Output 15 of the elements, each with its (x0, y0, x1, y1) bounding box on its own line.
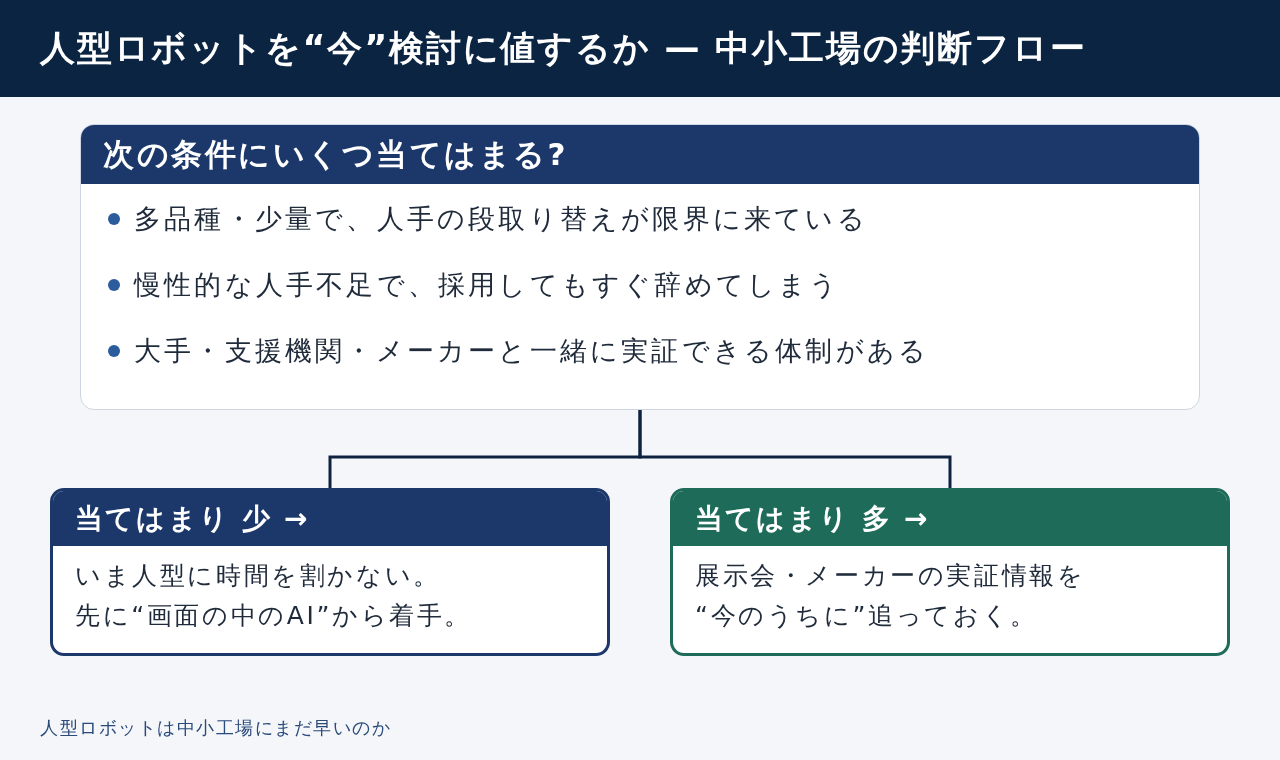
diagram-title: 人型ロボットを“今”検討に値するか — 中小工場の判断フロー (40, 27, 1087, 70)
question-card (80, 124, 1200, 410)
recommendation-text: 先に“画面の中のAI”から着手。 (75, 600, 473, 632)
condition-text: 多品種・少量で、人手の段取り替えが限界に来ている (134, 202, 868, 236)
outcome-card (670, 488, 1230, 656)
caption-text: 人型ロボットは中小工場にまだ早いのか (40, 716, 391, 740)
condition-text: 慢性的な人手不足で、採用してもすぐ辞めてしまう (134, 268, 841, 302)
card-heading: 当てはまり 多 → (695, 501, 930, 536)
recommendation-text: いま人型に時間を割かない。 (75, 560, 442, 592)
outcome-card (50, 488, 610, 656)
condition-text: 大手・支援機関・メーカーと一緒に実証できる体制がある (134, 334, 930, 368)
recommendation-text: 展示会・メーカーの実証情報を“今のうちに”追っておく。 (695, 560, 1087, 632)
card-heading: 当てはまり 少 → (75, 501, 310, 536)
connector-line (638, 410, 952, 488)
card-heading: 次の条件にいくつ当てはまる? (103, 135, 568, 174)
